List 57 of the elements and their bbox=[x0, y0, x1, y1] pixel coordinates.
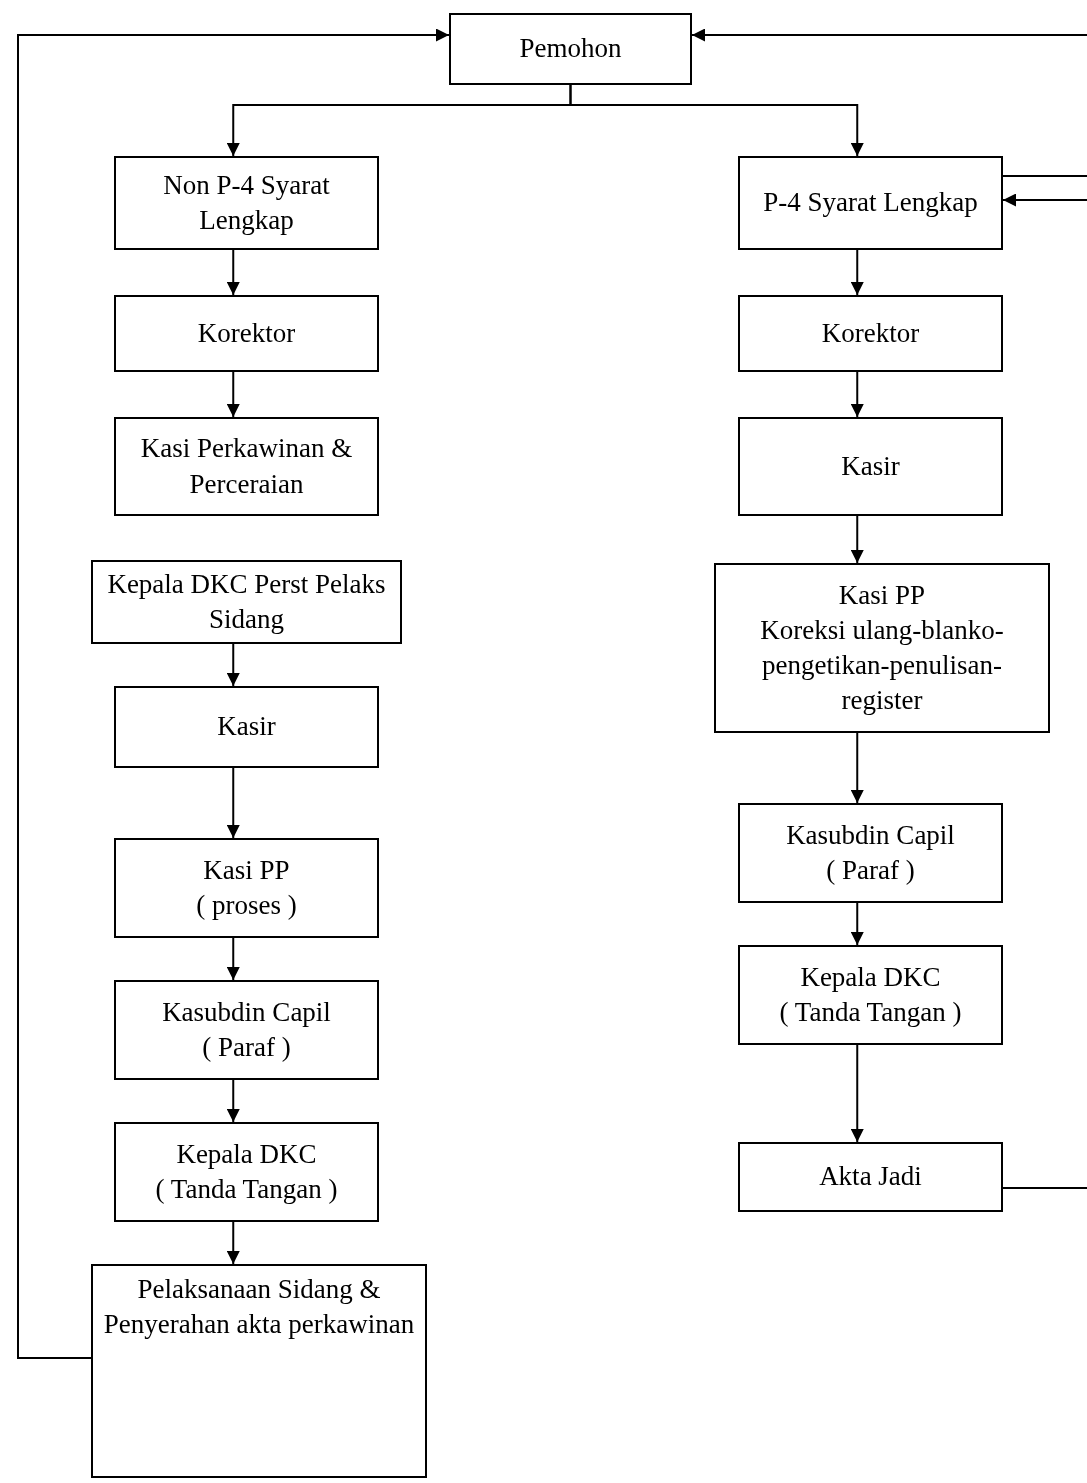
process-box bbox=[738, 295, 1003, 372]
arrow bbox=[850, 249, 864, 296]
process-box bbox=[738, 1142, 1003, 1212]
process-box bbox=[114, 156, 379, 250]
arrow bbox=[691, 28, 1087, 42]
box-label: Non P-4 Syarat Lengkap bbox=[162, 168, 331, 237]
arrow bbox=[1002, 193, 1087, 207]
box-label: Kasubdin Capil bbox=[162, 995, 331, 1029]
box-label: Pemohon bbox=[519, 32, 622, 66]
box-label: Korektor bbox=[197, 316, 296, 350]
process-box bbox=[114, 686, 379, 768]
process-box bbox=[738, 803, 1003, 903]
process-box bbox=[114, 295, 379, 372]
box-label: ( Tanda Tangan ) bbox=[779, 996, 962, 1029]
arrow bbox=[850, 371, 864, 418]
arrow bbox=[226, 1221, 240, 1265]
box-label: Kepala DKC bbox=[176, 1137, 317, 1171]
arrow bbox=[226, 249, 240, 296]
box-label: Kepala DKC Perst Pelaks Sidang bbox=[106, 567, 387, 636]
box-label: ( Tanda Tangan ) bbox=[155, 1173, 338, 1206]
box-label: Kepala DKC bbox=[800, 960, 941, 994]
arrow bbox=[17, 28, 450, 1359]
arrow bbox=[850, 515, 864, 564]
box-label: Koreksi ulang-blanko-pengetikan-penulisan-register bbox=[759, 613, 1005, 718]
box-label: P-4 Syarat Lengkap bbox=[763, 186, 978, 220]
process-box bbox=[449, 13, 692, 85]
box-label: Kasubdin Capil bbox=[786, 818, 955, 852]
arrow bbox=[850, 1044, 864, 1143]
box-label: Kasi PP bbox=[838, 578, 926, 612]
process-box bbox=[91, 560, 402, 644]
arrow bbox=[850, 902, 864, 946]
process-box bbox=[714, 563, 1050, 733]
box-label: Korektor bbox=[821, 316, 920, 350]
arrow bbox=[226, 643, 240, 687]
box-label: ( proses ) bbox=[196, 889, 297, 922]
process-box bbox=[114, 1122, 379, 1222]
arrow bbox=[569, 84, 864, 157]
arrow bbox=[226, 1079, 240, 1123]
arrow bbox=[226, 767, 240, 839]
box-label: Kasir bbox=[217, 710, 276, 744]
process-box bbox=[738, 417, 1003, 516]
arrow bbox=[226, 371, 240, 418]
process-box bbox=[114, 980, 379, 1080]
box-label: Kasi PP bbox=[203, 853, 290, 887]
process-box bbox=[114, 838, 379, 938]
box-label: ( Paraf ) bbox=[826, 854, 915, 887]
process-box bbox=[91, 1264, 427, 1478]
box-label: ( Paraf ) bbox=[202, 1031, 291, 1064]
box-label: Kasir bbox=[841, 449, 900, 483]
process-box bbox=[738, 945, 1003, 1045]
process-box bbox=[738, 156, 1003, 250]
arrow bbox=[226, 937, 240, 981]
box-label: Akta Jadi bbox=[819, 1160, 922, 1194]
box-label: Pelaksanaan Sidang & Penyerahan akta perkawinan bbox=[102, 1273, 416, 1342]
box-label: Kasi Perkawinan & Perceraian bbox=[139, 432, 354, 501]
arrow bbox=[850, 732, 864, 804]
process-box bbox=[114, 417, 379, 516]
